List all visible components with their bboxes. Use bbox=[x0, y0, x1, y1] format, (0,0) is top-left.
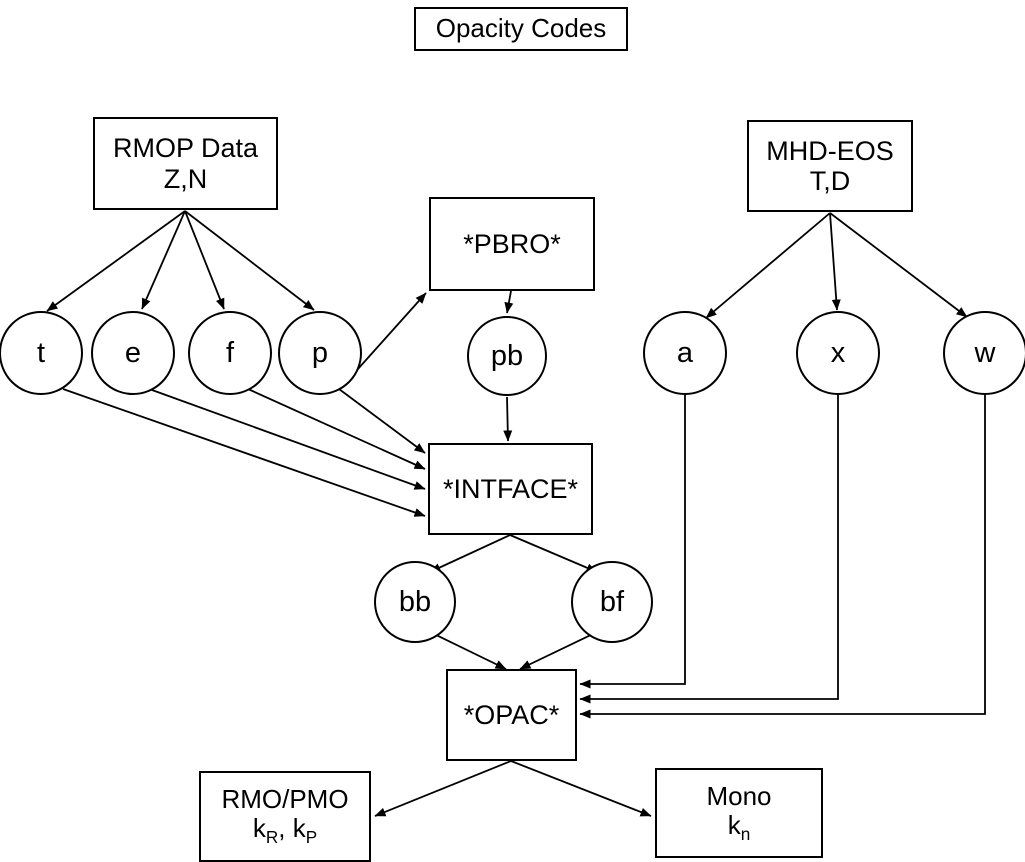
node-mhd-eos: MHD-EOS T,D bbox=[747, 120, 913, 212]
node-intface: *INTFACE* bbox=[428, 443, 593, 535]
node-circle-e: e bbox=[91, 311, 175, 395]
node-circle-e-label: e bbox=[124, 336, 142, 369]
edge-mhdeos-to-a bbox=[705, 212, 831, 319]
edge-opac-to-mono bbox=[510, 760, 652, 817]
node-circle-bf-label: bf bbox=[599, 585, 625, 618]
node-circle-f-label: f bbox=[225, 336, 235, 369]
edge-rmop-to-f bbox=[184, 210, 225, 310]
edge-t-to-intface bbox=[62, 388, 426, 517]
node-pbro-label: *PBRO* bbox=[463, 228, 561, 259]
node-rmop-data-line1: RMOP Data bbox=[112, 133, 259, 164]
node-circle-x: x bbox=[796, 311, 880, 395]
k-r-symbol: k bbox=[252, 813, 266, 844]
node-circle-t: t bbox=[0, 311, 83, 395]
diagram-title-label: Opacity Codes bbox=[435, 13, 607, 44]
edge-pbro-to-pb bbox=[504, 290, 514, 314]
edge-rmop-to-e bbox=[141, 210, 186, 310]
node-rmop-data-line2: Z,N bbox=[163, 163, 208, 194]
edge-f-to-intface bbox=[247, 388, 426, 470]
node-circle-bb-label: bb bbox=[398, 585, 432, 618]
edge-mhdeos-to-x bbox=[829, 212, 841, 311]
k-separator: , bbox=[278, 813, 293, 844]
edge-bf-to-opac bbox=[519, 631, 598, 670]
edge-w-to-opac bbox=[579, 395, 986, 719]
node-circle-w-label: w bbox=[974, 336, 996, 369]
node-mono-line2: kn bbox=[727, 809, 751, 845]
node-circle-a-label: a bbox=[676, 336, 694, 369]
edge-x-to-opac bbox=[579, 395, 839, 704]
node-circle-pb: pb bbox=[467, 316, 547, 396]
edge-e-to-intface bbox=[151, 389, 426, 490]
edge-intface-to-bb bbox=[429, 534, 511, 573]
k-r-subscript: R bbox=[265, 827, 279, 848]
node-circle-w: w bbox=[943, 311, 1025, 395]
node-mhd-eos-line2: T,D bbox=[809, 166, 851, 196]
node-rmop-data: RMOP Data Z,N bbox=[93, 117, 278, 210]
node-rmo-pmo-line2: kR, kP bbox=[253, 814, 317, 847]
node-pbro: *PBRO* bbox=[429, 197, 595, 291]
node-mono-line1: Mono bbox=[706, 780, 772, 811]
node-mono: Mono kn bbox=[655, 768, 823, 858]
edge-rmop-to-t bbox=[46, 210, 186, 312]
node-mhd-eos-line1: MHD-EOS bbox=[766, 135, 894, 166]
node-circle-bf: bf bbox=[571, 561, 653, 643]
diagram-title-box: Opacity Codes bbox=[414, 7, 628, 51]
node-circle-t-label: t bbox=[36, 336, 46, 369]
node-circle-p: p bbox=[278, 311, 362, 395]
edge-a-to-opac bbox=[579, 395, 686, 689]
k-p-symbol: k bbox=[292, 813, 306, 844]
node-circle-a: a bbox=[643, 311, 727, 395]
node-circle-f: f bbox=[188, 311, 272, 395]
node-circle-x-label: x bbox=[830, 336, 846, 369]
edge-pb-to-intface bbox=[503, 396, 513, 442]
node-opac: *OPAC* bbox=[446, 669, 577, 761]
node-rmo-pmo-line1: RMO/PMO bbox=[221, 784, 349, 815]
k-n-subscript: n bbox=[740, 824, 751, 845]
node-circle-bb: bb bbox=[374, 561, 456, 643]
edge-bb-to-opac bbox=[429, 631, 507, 670]
edge-intface-to-bf bbox=[509, 534, 598, 573]
node-intface-label: *INTFACE* bbox=[442, 473, 579, 504]
node-circle-p-label: p bbox=[311, 336, 329, 369]
edge-p-to-intface bbox=[338, 388, 426, 454]
node-circle-pb-label: pb bbox=[490, 339, 524, 372]
k-p-subscript: P bbox=[305, 827, 318, 848]
node-opac-label: *OPAC* bbox=[463, 699, 560, 730]
edge-opac-to-rmopmo bbox=[374, 760, 512, 817]
edge-rmop-to-p bbox=[184, 210, 315, 311]
edge-mhdeos-to-w bbox=[829, 212, 968, 318]
edge-p-to-pbro bbox=[348, 292, 427, 380]
k-n-symbol: k bbox=[727, 809, 741, 840]
node-rmo-pmo: RMO/PMO kR, kP bbox=[199, 771, 371, 862]
